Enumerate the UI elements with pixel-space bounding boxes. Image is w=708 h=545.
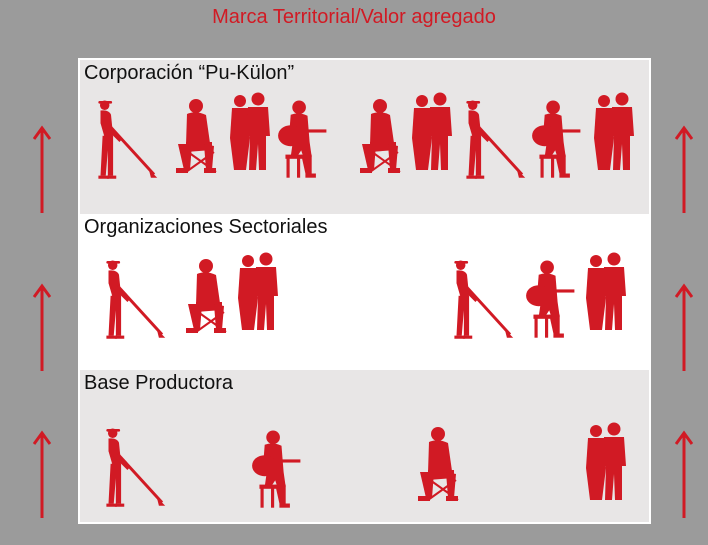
level-label: Organizaciones Sectoriales <box>84 216 328 238</box>
couple-icon <box>230 92 270 170</box>
farmer-hoe-icon <box>106 428 166 507</box>
arrow-up-icon <box>33 283 51 371</box>
guitarist-icon <box>526 260 575 338</box>
arrow-up-icon <box>675 283 693 371</box>
guitarist-icon <box>532 100 581 178</box>
seated-artisan-icon <box>417 426 459 502</box>
arrow-up-icon <box>33 125 51 213</box>
level-label: Base Productora <box>84 372 233 394</box>
arrow-up-icon <box>675 430 693 518</box>
level-label: Corporación “Pu-Külon” <box>84 62 295 84</box>
couple-icon <box>586 252 626 330</box>
level-base: Base Productora <box>80 370 649 522</box>
farmer-hoe-icon <box>466 100 526 179</box>
figures-layer <box>98 92 634 508</box>
arrow-up-icon <box>33 430 51 518</box>
farmer-hoe-icon <box>106 260 166 339</box>
diagram-title: Marca Territorial/Valor agregado <box>212 6 496 28</box>
seated-artisan-icon <box>175 98 217 174</box>
guitarist-icon <box>278 100 327 178</box>
levels-panel: Corporación “Pu-Külon” Organizaciones Se… <box>78 58 651 524</box>
farmer-hoe-icon <box>98 100 158 179</box>
couple-icon <box>238 252 278 330</box>
couple-icon <box>594 92 634 170</box>
seated-artisan-icon <box>359 98 401 174</box>
couple-icon <box>412 92 452 170</box>
farmer-hoe-icon <box>454 260 514 339</box>
arrow-up-icon <box>675 125 693 213</box>
couple-icon <box>586 422 626 500</box>
seated-artisan-icon <box>185 258 227 334</box>
guitarist-icon <box>252 430 301 508</box>
